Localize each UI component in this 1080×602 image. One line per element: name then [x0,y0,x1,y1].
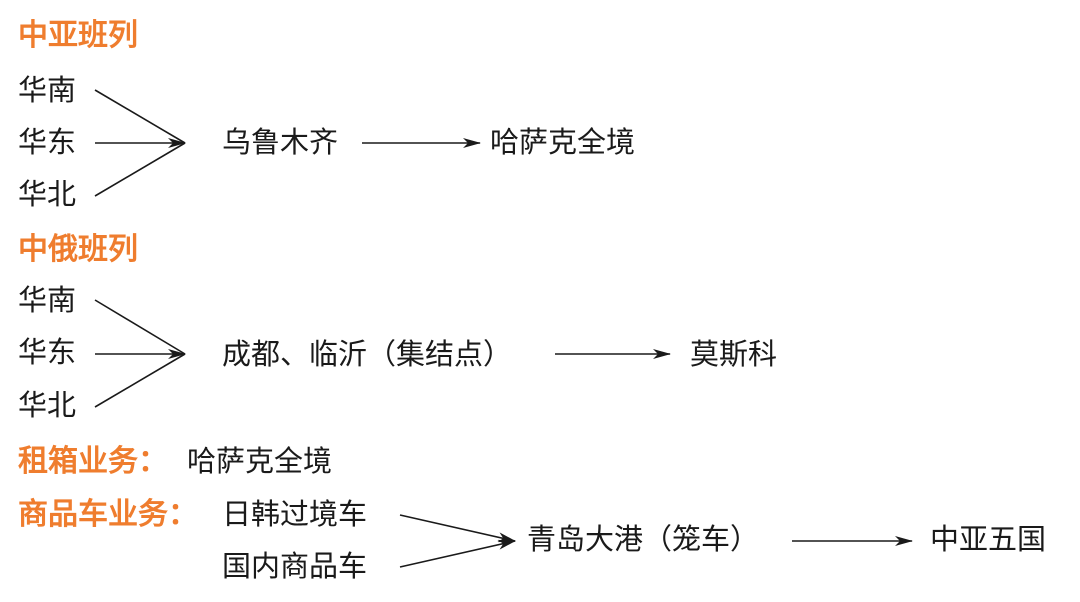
source-jp-kr-transit: 日韩过境车 [222,497,368,531]
destination-kazakhstan: 哈萨克全境 [490,125,636,159]
rental-destination: 哈萨克全境 [187,444,333,478]
arrow-south-to-chengdu [94,299,186,355]
arrow-south-to-urumqi [94,89,186,144]
source-domestic-vehicles: 国内商品车 [222,549,368,583]
origin-north-china: 华北 [18,177,77,211]
origin-north-china-2: 华北 [18,388,77,422]
section-title-central-asia: 中亚班列 [18,18,138,53]
destination-moscow: 莫斯科 [690,337,778,371]
origin-east-china: 华东 [18,125,77,159]
origin-south-china: 华南 [18,73,77,107]
arrow-north-to-chengdu [94,353,186,408]
arrow-domestic-to-qingdao [399,539,516,568]
section-title-russia: 中俄班列 [18,232,138,267]
origin-east-china-2: 华东 [18,335,77,369]
hub-chengdu-linyi: 成都、临沂（集结点） [222,337,513,371]
destination-central-asia-five: 中亚五国 [930,522,1047,556]
section-title-container-rental: 租箱业务： [18,444,168,479]
arrow-north-to-urumqi [94,142,186,197]
origin-south-china-2: 华南 [18,283,77,317]
hub-urumqi: 乌鲁木齐 [222,125,339,159]
hub-qingdao-port: 青岛大港（笼车） [527,522,760,556]
section-title-commodity-vehicle: 商品车业务： [18,497,198,532]
arrow-transit-to-qingdao [399,514,516,543]
